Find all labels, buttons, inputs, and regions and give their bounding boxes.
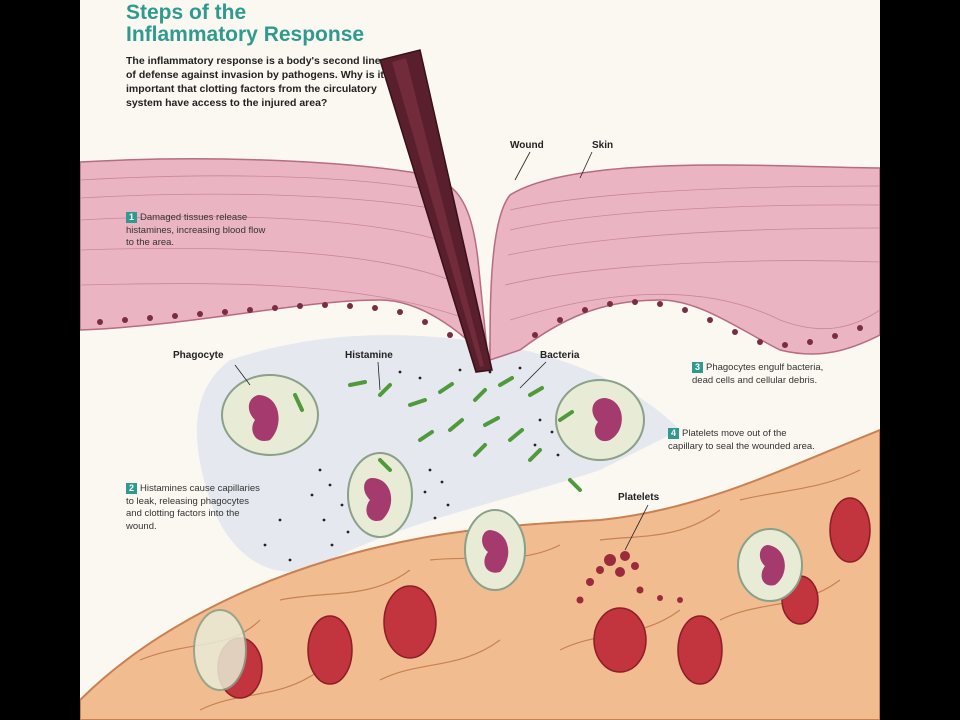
label-skin: Skin — [592, 140, 614, 151]
step-3-number: 3 — [692, 362, 703, 373]
histamine-haze — [196, 335, 680, 572]
skin-layer-lines — [80, 175, 880, 330]
step-4-number: 4 — [668, 428, 679, 439]
skin-left — [80, 158, 489, 363]
basal-cell-row — [97, 299, 863, 348]
histamine-particles — [263, 366, 560, 562]
red-blood-cells — [217, 497, 871, 699]
step-2-number: 2 — [126, 483, 137, 494]
label-platelets: Platelets — [618, 492, 660, 503]
platelet-clot — [576, 551, 683, 604]
diagram-panel: Steps of the Inflammatory Response The i… — [80, 0, 880, 720]
step-1-number: 1 — [126, 212, 137, 223]
step-4-text: Platelets move out of the capillary to s… — [668, 428, 815, 452]
label-histamine: Histamine — [345, 350, 393, 361]
intro-text: The inflammatory response is a body's se… — [126, 55, 384, 109]
bacteria — [293, 376, 582, 492]
step-2-text: Histamines cause capillaries to leak, re… — [126, 483, 260, 532]
inflammatory-response-illustration — [80, 49, 880, 720]
title-line-2: Inflammatory Response — [126, 23, 365, 46]
label-bacteria: Bacteria — [540, 350, 580, 361]
title-line-1: Steps of the — [126, 1, 247, 24]
leader-lines — [234, 151, 649, 551]
skin-right — [489, 164, 880, 362]
step-1-text: Damaged tissues release histamines, incr… — [126, 212, 266, 248]
label-phagocyte: Phagocyte — [173, 350, 224, 361]
title: Steps of the Inflammatory Response — [126, 2, 364, 46]
step-3-text: Phagocytes engulf bacteria, dead cells a… — [692, 362, 824, 386]
label-wound: Wound — [510, 140, 544, 151]
